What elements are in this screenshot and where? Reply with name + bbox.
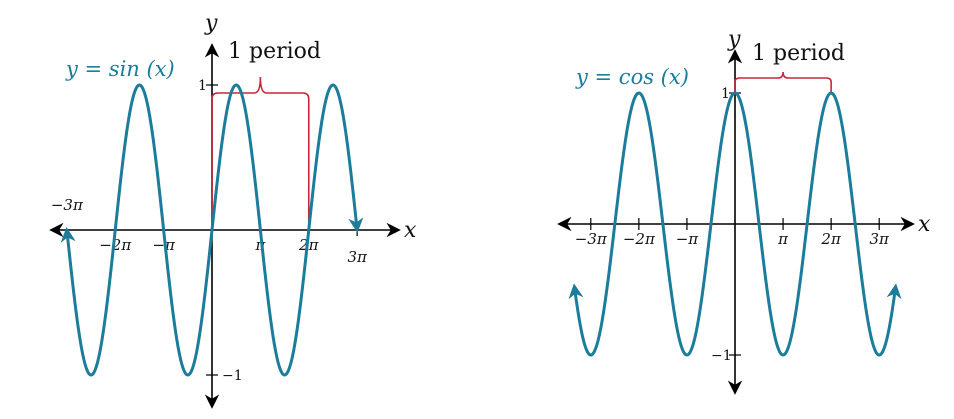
cosine-ticks: −3π −2π −π π 2π 3π 1 −1 xyxy=(575,86,890,364)
cosine-x-axis-label: x xyxy=(918,212,931,237)
cosine-x-tick-label: 2π xyxy=(820,230,842,248)
cosine-y-axis-label: y xyxy=(727,27,741,52)
cosine-y-tick-label: 1 xyxy=(721,86,730,102)
sine-y-tick-label: −1 xyxy=(222,368,243,384)
cosine-x-tick-label: 3π xyxy=(869,230,890,248)
cosine-curve xyxy=(568,91,902,357)
cosine-y-tick-label: −1 xyxy=(711,348,732,364)
cosine-x-tick-label: −π xyxy=(676,230,700,248)
sine-x-end-label: −3π xyxy=(51,196,84,214)
sine-x-tick-label: 3π xyxy=(347,248,368,266)
sine-y-tick-label: 1 xyxy=(198,78,207,94)
cosine-x-tick-label: −2π xyxy=(623,230,656,248)
sine-period-brace xyxy=(211,76,310,230)
cosine-x-tick-label: −3π xyxy=(575,230,608,248)
cosine-period-brace xyxy=(734,71,832,92)
sine-function-label: y = sin (x) xyxy=(65,57,175,81)
cosine-period-label: 1 period xyxy=(752,41,845,66)
sine-y-axis-label: y xyxy=(204,11,218,36)
sine-curve xyxy=(60,83,364,377)
sine-x-axis-label: x xyxy=(404,218,417,243)
sine-period-label: 1 period xyxy=(228,39,321,64)
cosine-function-label: y = cos (x) xyxy=(575,65,689,89)
cosine-panel: x y −3π −2π −π π 2π 3π 1 −1 1 period y = cos (x… xyxy=(557,27,931,395)
cosine-x-tick-label: π xyxy=(777,230,789,248)
